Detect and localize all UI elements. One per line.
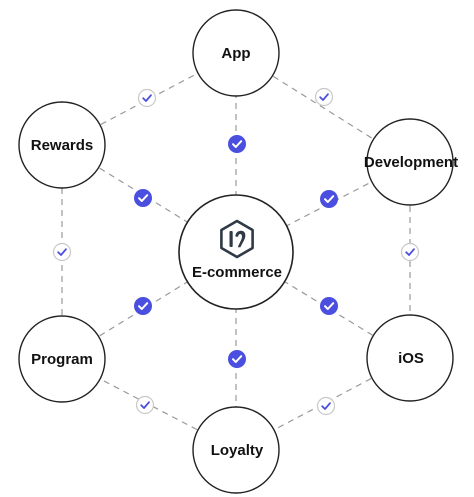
node-program-circle xyxy=(18,315,106,403)
node-rewards[interactable]: Rewards xyxy=(18,101,106,189)
check-filled-icon xyxy=(134,297,152,315)
check-outline-icon xyxy=(137,88,157,108)
node-rewards-label: Rewards xyxy=(31,137,94,154)
node-app-label: App xyxy=(221,45,250,62)
check-outline-icon xyxy=(316,396,336,416)
node-rewards-circle xyxy=(18,101,106,189)
node-ios[interactable]: iOS xyxy=(366,314,454,402)
node-program[interactable]: Program xyxy=(18,315,106,403)
check-outline-icon xyxy=(314,87,334,107)
hexagon-logo-icon xyxy=(220,219,254,259)
node-program-label: Program xyxy=(31,351,93,368)
ring-checks-layer xyxy=(52,87,420,416)
check-filled-icon xyxy=(228,350,246,368)
node-loyalty-label: Loyalty xyxy=(211,442,264,459)
node-development[interactable]: Development xyxy=(364,118,458,206)
center-circle xyxy=(178,194,294,310)
outer-nodes-layer: App Development iOS Loyalty Program Rewa… xyxy=(18,9,458,494)
check-outline-icon xyxy=(400,242,420,262)
node-app[interactable]: App xyxy=(192,9,280,97)
check-filled-icon xyxy=(228,135,246,153)
check-outline-icon xyxy=(52,242,72,262)
check-filled-icon xyxy=(320,297,338,315)
spoke-checks-layer xyxy=(134,135,338,368)
check-outline-icon xyxy=(135,395,155,415)
node-development-circle xyxy=(366,118,454,206)
node-development-label: Development xyxy=(364,154,458,171)
check-filled-icon xyxy=(134,189,152,207)
node-ios-circle xyxy=(366,314,454,402)
center-label: E-commerce xyxy=(192,264,282,281)
node-app-circle xyxy=(192,9,280,97)
node-loyalty-circle xyxy=(192,406,280,494)
node-ios-label: iOS xyxy=(398,350,424,367)
check-filled-icon xyxy=(320,190,338,208)
node-loyalty[interactable]: Loyalty xyxy=(192,406,280,494)
center-node[interactable]: E-commerce xyxy=(178,194,294,310)
